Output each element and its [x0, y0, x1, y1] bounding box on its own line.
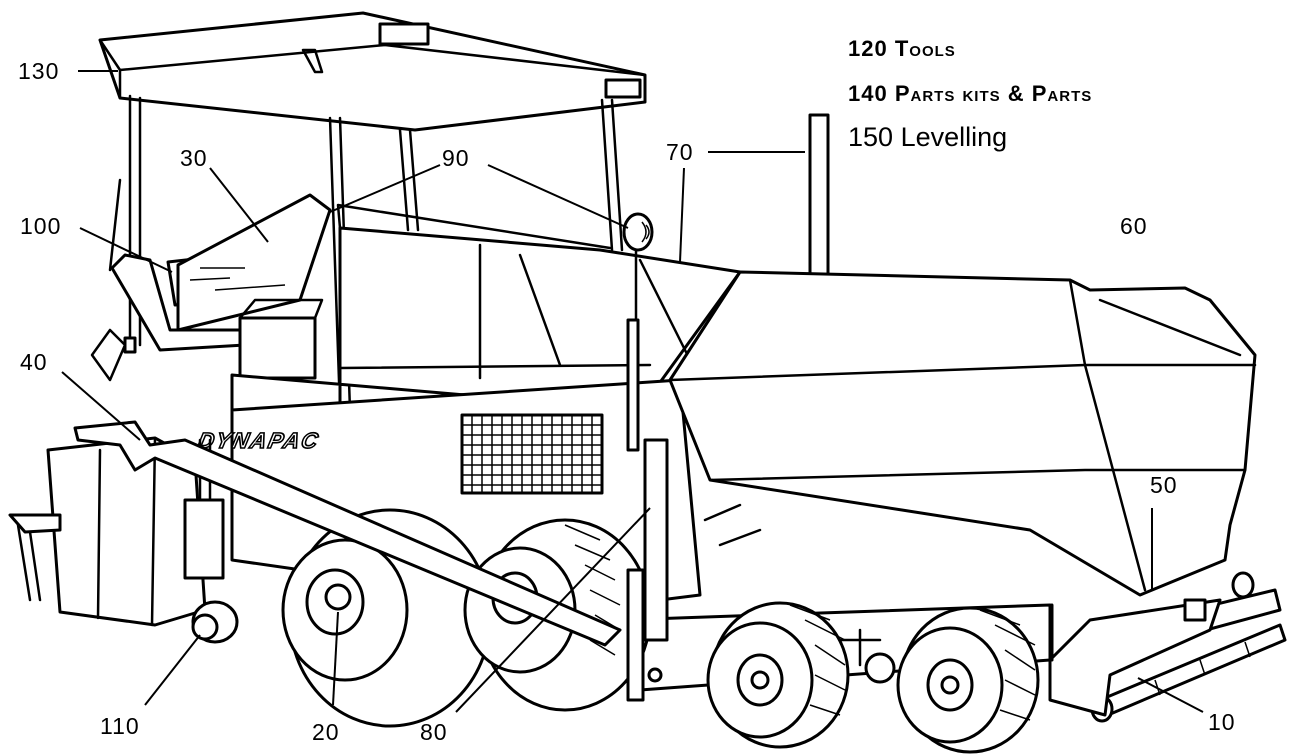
- legend-item-parts: 140 Parts kits & Parts: [848, 81, 1092, 106]
- leader-110: [144, 634, 201, 706]
- canopy-sign-front: [378, 22, 430, 46]
- leader-70: [679, 167, 685, 263]
- legend-item-tools: 120 Tools: [848, 36, 956, 61]
- callout-30: 30: [180, 145, 208, 171]
- callout-40: 40: [20, 349, 48, 375]
- leader-40: [61, 371, 141, 441]
- leader-90-left: [329, 164, 441, 213]
- callout-80: 80: [420, 719, 448, 745]
- leader-10: [1137, 677, 1204, 713]
- callout-10: 10: [1208, 709, 1236, 735]
- callout-20: 20: [312, 719, 340, 745]
- leader-lines: [61, 70, 1204, 713]
- legend-code-levelling: 150: [848, 122, 893, 152]
- legend-code-tools: 120: [848, 36, 888, 61]
- paver-machine: DYNAPAC: [8, 11, 1287, 754]
- brand-logo: DYNAPAC: [196, 428, 322, 453]
- callout-100: 100: [20, 213, 61, 239]
- callout-60: 60: [1120, 213, 1148, 239]
- screed: [8, 436, 239, 644]
- leader-100: [79, 227, 173, 273]
- callout-130: 130: [18, 58, 59, 84]
- leader-20: [332, 611, 339, 706]
- operator-seat: [90, 193, 332, 382]
- exhaust-stack: [808, 113, 830, 277]
- bogie-wheel-left: [706, 601, 850, 749]
- hopper: [668, 270, 1257, 597]
- bogie-wheel-right: [896, 606, 1040, 754]
- tow-arm: [73, 420, 622, 647]
- legend: 120 Tools 140 Parts kits & Parts 150 Lev…: [848, 36, 1092, 152]
- leader-30: [209, 167, 269, 243]
- callout-50: 50: [1150, 472, 1178, 498]
- callouts: 130 30 90 70 100 60 40 50 110 20 80 10: [18, 58, 1236, 745]
- legend-code-parts: 140: [848, 81, 888, 106]
- callout-90: 90: [442, 145, 470, 171]
- legend-label-levelling: Levelling: [901, 122, 1008, 152]
- push-rollers: [1033, 571, 1287, 723]
- hydraulic-cylinder: [626, 318, 669, 702]
- legend-item-levelling: 150 Levelling: [848, 122, 1007, 152]
- leader-90-right: [487, 164, 629, 229]
- callout-70: 70: [666, 139, 694, 165]
- legend-label-parts: Parts kits & Parts: [895, 81, 1092, 106]
- legend-label-tools: Tools: [895, 36, 956, 61]
- callout-110: 110: [100, 713, 140, 739]
- leader-80: [455, 507, 651, 713]
- canopy-sign-rear: [604, 78, 642, 99]
- canopy: [98, 11, 647, 412]
